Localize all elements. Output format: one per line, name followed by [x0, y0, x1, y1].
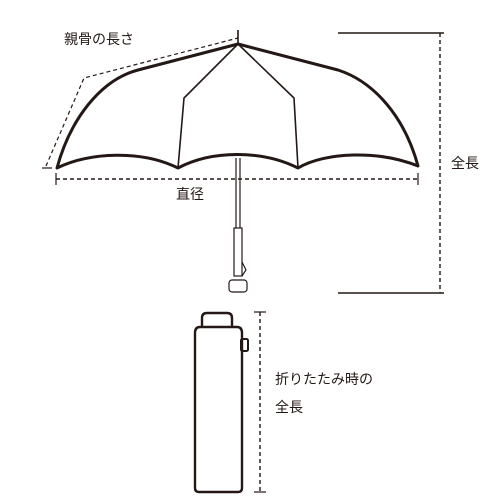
umbrella-shaft-lower: [233, 227, 243, 277]
diameter-dimension: [55, 173, 419, 185]
rib-length-line: [45, 37, 239, 167]
folded-tip: [200, 311, 234, 327]
canopy-outline: [55, 42, 420, 170]
rib-length-label: 親骨の長さ: [64, 32, 134, 48]
total-length-dimension: [338, 32, 444, 294]
folded-length-label-line2: 全長: [275, 400, 303, 416]
rib-length-dimension: [42, 37, 239, 169]
umbrella-handle: [228, 279, 248, 293]
canopy-rib-left: [177, 43, 239, 169]
total-length-label: 全長: [451, 156, 479, 172]
canopy-rib-right: [237, 43, 299, 169]
folded-button: [240, 338, 249, 352]
folded-umbrella: [193, 311, 249, 494]
open-umbrella: [55, 30, 420, 293]
folded-body: [193, 325, 244, 494]
folded-length-label-line1: 折りたたみ時の: [275, 372, 373, 388]
folded-length-dimension: [254, 311, 266, 493]
diameter-label: 直径: [176, 187, 204, 203]
umbrella-strap: [241, 261, 247, 277]
